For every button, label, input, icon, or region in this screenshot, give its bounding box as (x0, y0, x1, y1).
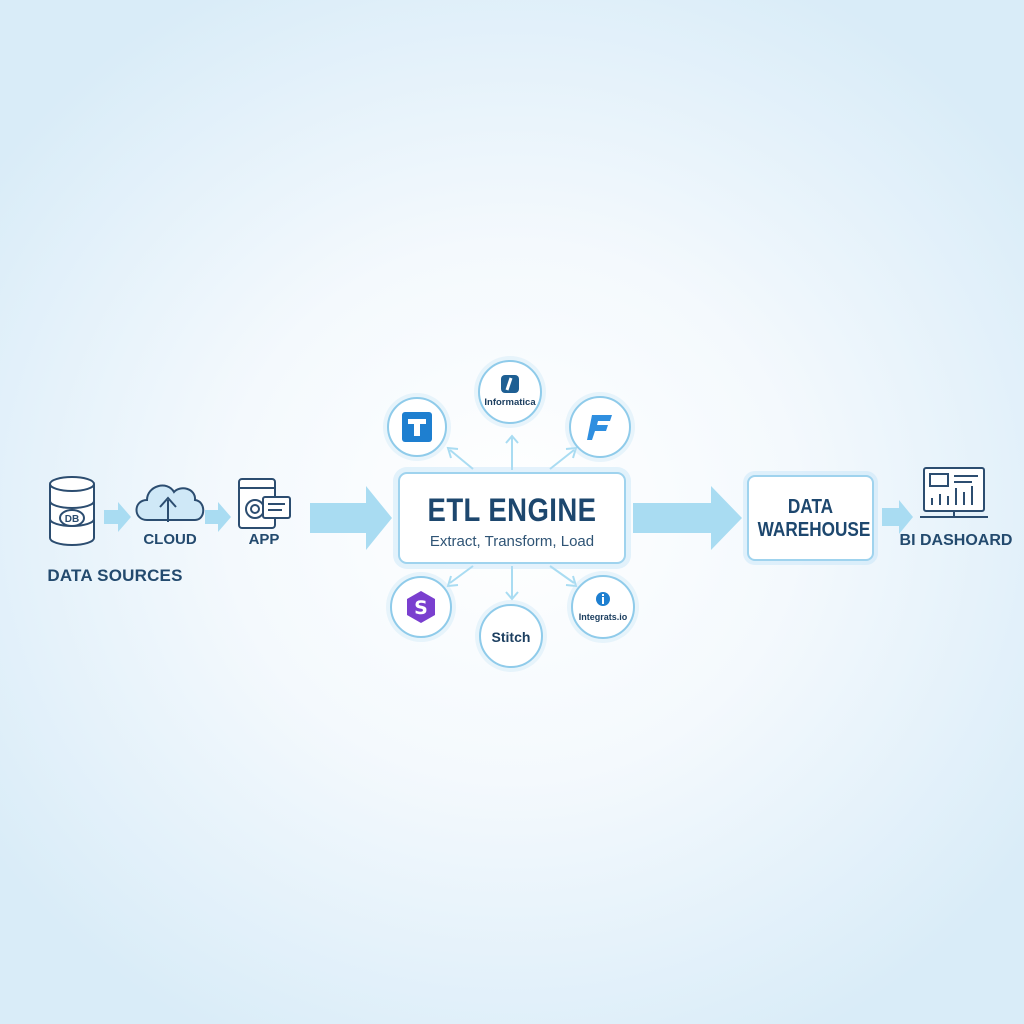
stitch-label: Stitch (491, 629, 531, 645)
connector-talend (449, 449, 474, 470)
connector-stitch-head (505, 591, 519, 601)
bi-dashboard-icon (920, 467, 988, 518)
informatica-logo: Informatica (478, 360, 542, 424)
etl-engine-title: ETL ENGINE (427, 492, 597, 528)
connector-integrate (549, 565, 575, 584)
arrow-sources-to-etl (310, 486, 392, 550)
arrow-db-to-cloud (104, 502, 131, 532)
purple-s-logo: S (390, 576, 452, 638)
integrate-io-logo: Integrats.io (571, 575, 635, 639)
connector-purple-head (446, 575, 459, 588)
arrow-warehouse-to-dashboard (882, 500, 913, 534)
connector-talend-head (446, 446, 459, 459)
app-window-icon (238, 478, 291, 529)
connector-fivetran (549, 449, 575, 470)
app-label: APP (248, 531, 280, 548)
etl-engine-subtitle: Extract, Transform, Load (429, 533, 595, 550)
purple-s-icon: S (407, 591, 435, 623)
stitch-logo: Stitch (479, 604, 543, 668)
connector-informatica-head (505, 434, 519, 444)
informatica-icon (501, 375, 519, 393)
database-icon-text: DB (65, 514, 79, 525)
database-icon (49, 476, 95, 546)
cloud-upload-icon (135, 484, 205, 522)
tool-connectors (446, 434, 578, 601)
fivetran-f-icon (587, 415, 612, 440)
informatica-label: Informatica (484, 397, 536, 408)
talend-logo (387, 397, 447, 457)
integrate-io-label: Integrats.io (578, 612, 628, 622)
connector-integrate-head (565, 575, 578, 588)
arrow-etl-to-warehouse (633, 486, 742, 550)
connector-fivetran-head (565, 446, 578, 459)
arrow-cloud-to-app (205, 502, 231, 532)
svg-text:S: S (414, 597, 428, 619)
cloud-label: CLOUD (143, 531, 197, 548)
data-sources-label: DATA SOURCES (47, 566, 183, 585)
fivetran-logo (569, 396, 631, 458)
integrate-info-icon (596, 592, 610, 606)
data-warehouse-box: DATA WAREHOUSE (747, 475, 874, 561)
data-warehouse-line1: DATA (787, 496, 834, 518)
data-warehouse-line2: WAREHOUSE (757, 519, 871, 541)
connector-purple (449, 565, 474, 584)
etl-engine-box: ETL ENGINE Extract, Transform, Load (398, 472, 626, 564)
bi-dashboard-label: BI DASHOARD (899, 532, 1013, 549)
talend-t-icon (402, 412, 432, 442)
